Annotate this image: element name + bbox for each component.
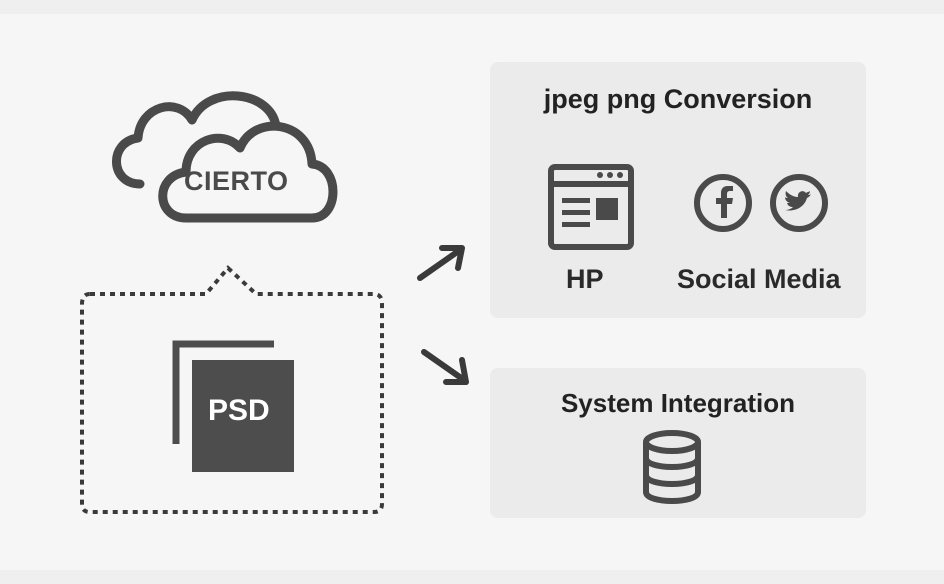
- arrow-to-integration: [421, 349, 469, 385]
- conversion-panel-title: jpeg png Conversion: [543, 84, 813, 114]
- psd-label: PSD: [208, 394, 270, 427]
- database-icon: [643, 430, 701, 504]
- cloud-label: CIERTO: [184, 166, 289, 196]
- conversion-panel: jpeg png Conversion HP Social Media: [490, 62, 866, 318]
- facebook-icon: [694, 174, 752, 232]
- diagram-canvas: CIERTO PSD jpeg png Conversion: [0, 14, 944, 570]
- twitter-icon: [770, 174, 828, 232]
- integration-panel: System Integration: [490, 368, 866, 518]
- source-bubble: PSD: [76, 264, 388, 518]
- cloud-group: CIERTO: [100, 84, 350, 234]
- social-media-label: Social Media: [677, 264, 841, 294]
- cloud-icon: [112, 91, 338, 223]
- psd-file-icon: PSD: [172, 340, 298, 476]
- hp-label: HP: [566, 264, 604, 294]
- webpage-icon: [548, 164, 634, 250]
- dotted-bubble-outline: [80, 265, 384, 514]
- arrow-to-conversion: [417, 245, 465, 281]
- integration-panel-title: System Integration: [560, 388, 796, 418]
